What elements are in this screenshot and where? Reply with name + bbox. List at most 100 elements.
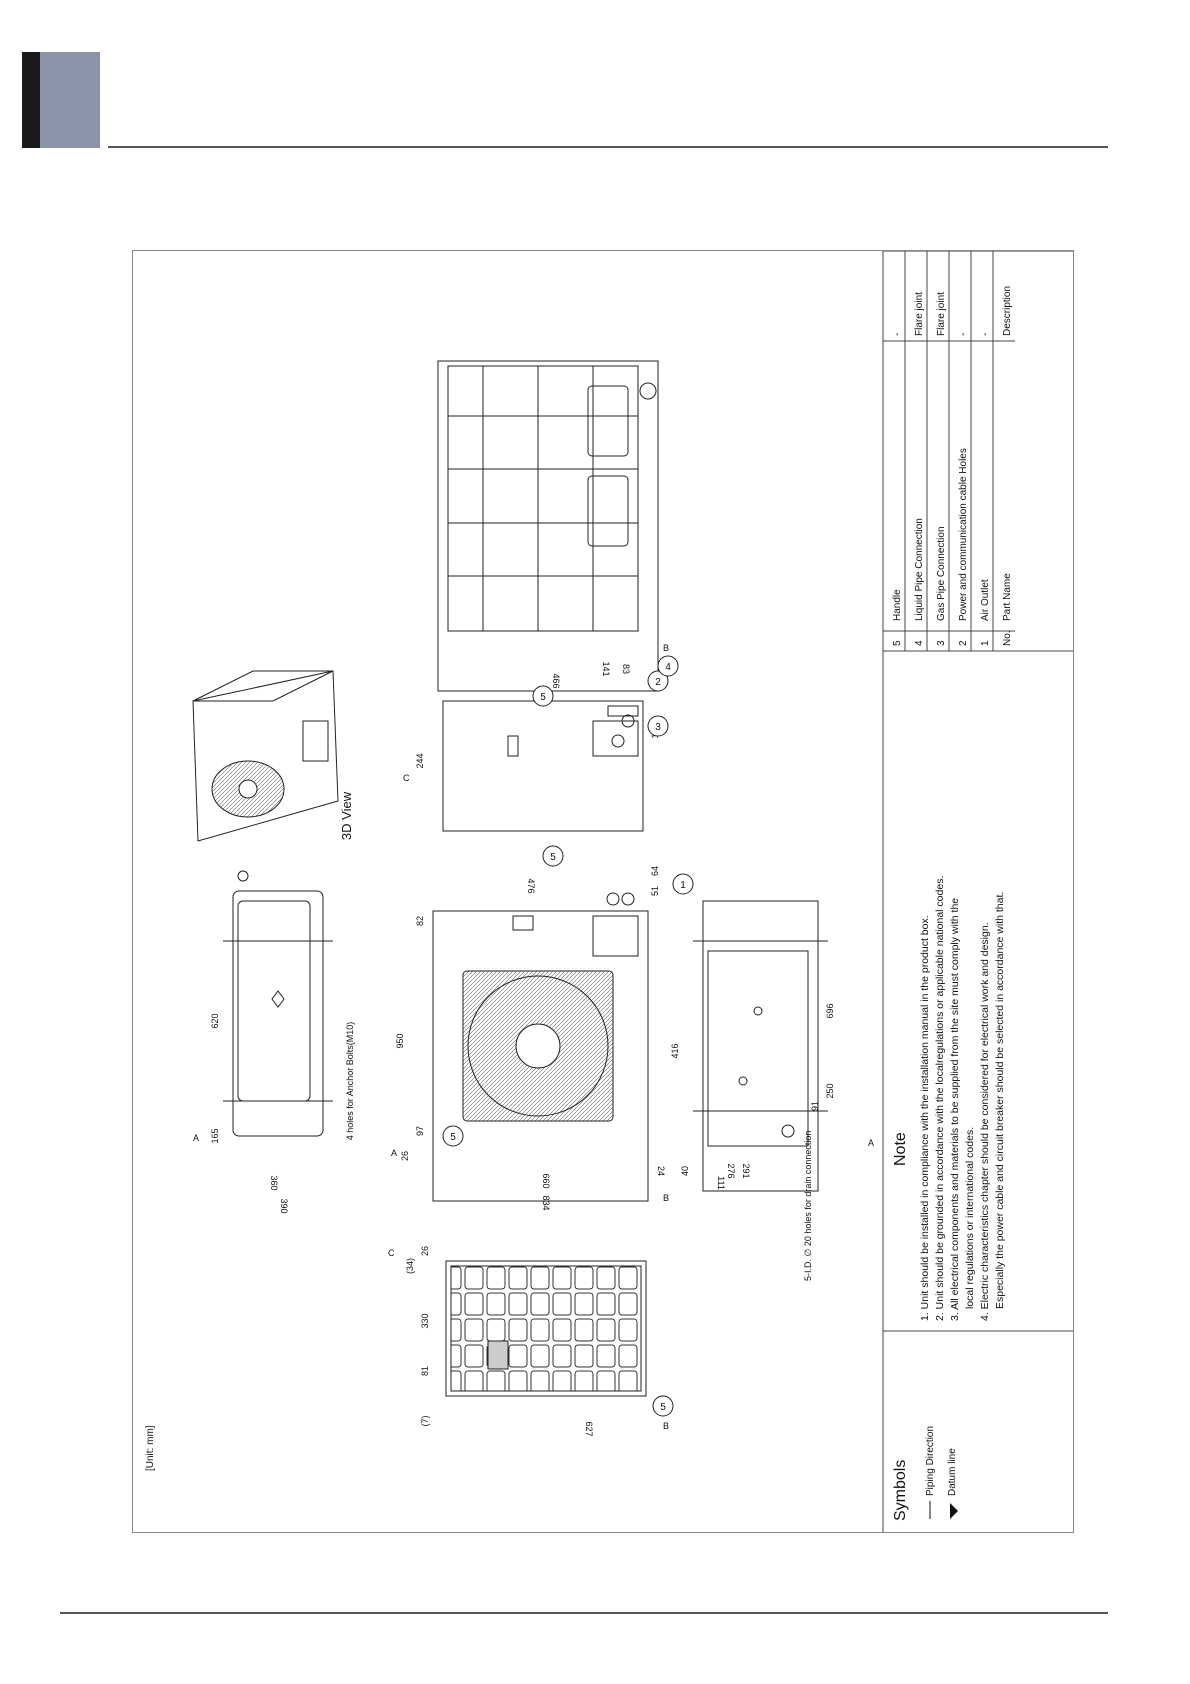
symbol-piping-direction: Piping Direction [925,1426,936,1496]
symbols-title: Symbols [892,1460,909,1521]
parts-row-1-name: Air Outlet [980,579,991,621]
datum-b-side: B [663,643,669,653]
dim-360: 360 [269,1175,279,1190]
dimension-drawing: [Unit: mm] 3D View 4 holes for Anchor Bo… [145,251,1073,1532]
callout-5-side: 5 [540,692,546,703]
dim-81: 81 [420,1366,430,1376]
dim-834: 834 [541,1195,551,1210]
dim-40: 40 [680,1166,690,1176]
parts-header-no: No. [1002,630,1013,646]
dim-627: 627 [584,1421,594,1436]
dim-696: 696 [825,1003,835,1018]
callout-3-ring [647,715,669,737]
symbol-datum-line: Datum line [947,1448,958,1496]
dim-141: 141 [601,661,611,676]
dim-64: 64 [650,866,660,876]
callout-5-ring-end [652,1395,674,1417]
dim-7: (7) [420,1415,430,1426]
callout-5-end: 5 [660,1402,666,1413]
dim-466: 466 [551,673,561,688]
parts-header-name: Part Name [1002,573,1013,621]
note-line-2: 2. Unit should be grounded in accordance… [934,876,946,1321]
rear-view [437,360,659,692]
callout-1: 1 [680,880,686,891]
parts-row-3-desc: Flare joint [936,292,947,336]
end-view-left [445,1260,647,1397]
datum-b-end: B [663,1421,669,1431]
3d-view-label: 3D View [339,791,354,840]
callout-5-ring-side [532,685,554,707]
unit-label: [Unit: mm] [145,1425,156,1471]
anchor-bolts-label: 4 holes for Anchor Bolts(M10) [345,1022,355,1141]
drain-holes-label: 5-I.D. ∅ 20 holes for drain connection [803,1131,813,1281]
note-title: Note [892,1132,909,1166]
parts-row-3-no: 3 [936,640,947,646]
parts-row-5-no: 5 [892,640,903,646]
note-line-5: 4. Electric characteristics chapter shou… [979,922,991,1321]
isometric-view [192,670,339,842]
parts-row-2-desc: - [958,333,969,336]
dim-416: 416 [670,1043,680,1058]
dim-476: 476 [526,878,536,893]
footer-rule [60,1612,1108,1614]
dim-276: 276 [726,1163,736,1178]
parts-row-2-no: 2 [958,640,969,646]
dim-390: 390 [279,1198,289,1213]
callout-1-ring [672,873,694,895]
callout-4: 4 [665,662,671,673]
datum-c-end: C [388,1248,395,1258]
parts-row-5-desc: - [892,333,903,336]
drawing-sheet: [Unit: mm] 3D View 4 holes for Anchor Bo… [132,250,1074,1533]
legend-frame [882,251,1073,1532]
datum-c-side: C [403,773,410,783]
parts-row-4-no: 4 [914,640,925,646]
dim-97: 97 [415,1126,425,1136]
note-line-1: 1. Unit should be installed in complianc… [919,915,931,1321]
dim-244: 244 [415,753,425,768]
callout-5-front: 5 [550,852,556,863]
callout-5-ring-front [542,845,564,867]
parts-row-3-name: Gas Pipe Connection [936,526,947,621]
bottom-view [693,900,828,1192]
callout-5-ring-front2 [442,1125,464,1147]
callout-2: 2 [655,677,661,688]
dim-26b: 26 [400,1151,410,1161]
parts-row-4-name: Liquid Pipe Connection [914,518,925,621]
note-block: Note 1. Unit should be installed in comp… [892,876,1006,1321]
parts-row-2-name: Power and communication cable Holes [958,448,969,621]
dim-34: (34) [405,1258,415,1274]
parts-row-4-desc: Flare joint [914,292,925,336]
note-line-3: 3. All electrical components and materia… [949,898,961,1321]
dim-660: 660 [541,1173,551,1188]
dim-91: 91 [810,1101,820,1111]
note-line-6: Especially the power cable and circuit b… [994,892,1006,1309]
plan-view [223,870,333,1137]
symbols-block: Symbols Piping Direction Datum line [892,1426,958,1521]
dim-330: 330 [420,1313,430,1328]
parts-row-1-desc: - [980,333,991,336]
dim-950: 950 [395,1033,405,1048]
dim-51: 51 [650,886,660,896]
dim-82: 82 [415,916,425,926]
datum-b-front: B [663,1193,669,1203]
parts-row-5-name: Handle [892,589,903,621]
parts-row-1-no: 1 [980,640,991,646]
dim-165: 165 [210,1128,220,1143]
parts-table: 5 Handle - 4 Liquid Pipe Connection Flar… [892,286,1013,646]
section-tab-grey [40,52,100,148]
callout-2-ring [647,670,669,692]
datum-a-front: A [391,1148,397,1158]
section-tab-dark [22,52,40,148]
dim-620: 620 [210,1013,220,1028]
dim-250: 250 [825,1083,835,1098]
front-view [432,892,649,1202]
callout-3: 3 [655,722,661,733]
parts-header-desc: Description [1002,286,1013,336]
dim-83: 83 [621,664,631,674]
datum-a-plan: A [193,1133,199,1143]
dim-24: 24 [656,1166,666,1176]
side-view [442,700,644,832]
datum-a-bottom: A [868,1138,874,1148]
note-line-4: local regulations or international codes… [964,1127,976,1309]
dim-111: 111 [716,1176,726,1190]
